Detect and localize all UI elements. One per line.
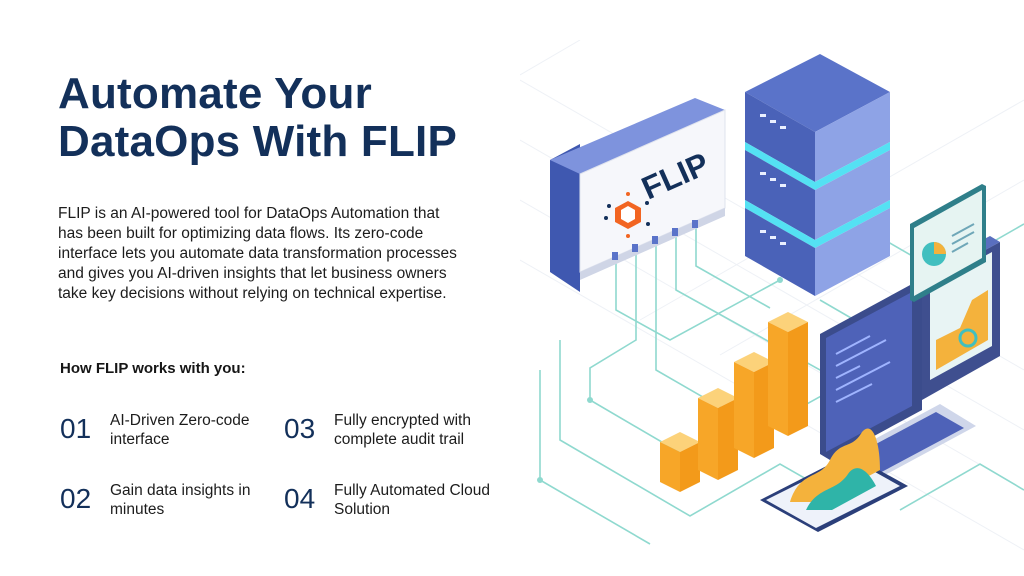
title-line-1: Automate Your: [58, 69, 372, 118]
flip-logo-icon: [604, 192, 650, 238]
isometric-dataops-illustration: FLIP: [520, 40, 1024, 551]
feature-text: AI-Driven Zero-code interface: [110, 412, 250, 448]
feature-item: 01 AI-Driven Zero-code interface: [60, 412, 270, 456]
server-led-icons: [760, 114, 786, 245]
feature-number: 01: [60, 413, 92, 444]
feature-item: 03 Fully encrypted with complete audit t…: [284, 412, 494, 456]
text-column: Automate Your DataOps With FLIP FLIP is …: [58, 0, 518, 576]
code-lines: [835, 335, 891, 403]
flip-box: FLIP: [550, 98, 726, 292]
box-connector-pins: [612, 220, 698, 260]
page-title: Automate Your DataOps With FLIP: [58, 70, 518, 166]
section-heading: How FLIP works with you:: [60, 360, 246, 377]
feature-item: 02 Gain data insights in minutes: [60, 482, 270, 526]
feature-number: 02: [60, 483, 92, 514]
pie-chart-panel: [910, 184, 986, 302]
phone-area-chart: [760, 428, 908, 532]
isometric-bar-chart: [660, 312, 808, 492]
feature-text: Fully encrypted with complete audit trai…: [334, 412, 471, 448]
feature-text: Fully Automated Cloud Solution: [334, 482, 490, 518]
title-line-2: DataOps With FLIP: [58, 117, 458, 166]
feature-number: 03: [284, 413, 316, 444]
server-stack: [745, 54, 890, 296]
feature-item: 04 Fully Automated Cloud Solution: [284, 482, 494, 526]
feature-text: Gain data insights in minutes: [110, 482, 251, 518]
feature-number: 04: [284, 483, 316, 514]
intro-paragraph: FLIP is an AI-powered tool for DataOps A…: [58, 205, 457, 302]
hero-illustration: FLIP: [520, 40, 1024, 576]
